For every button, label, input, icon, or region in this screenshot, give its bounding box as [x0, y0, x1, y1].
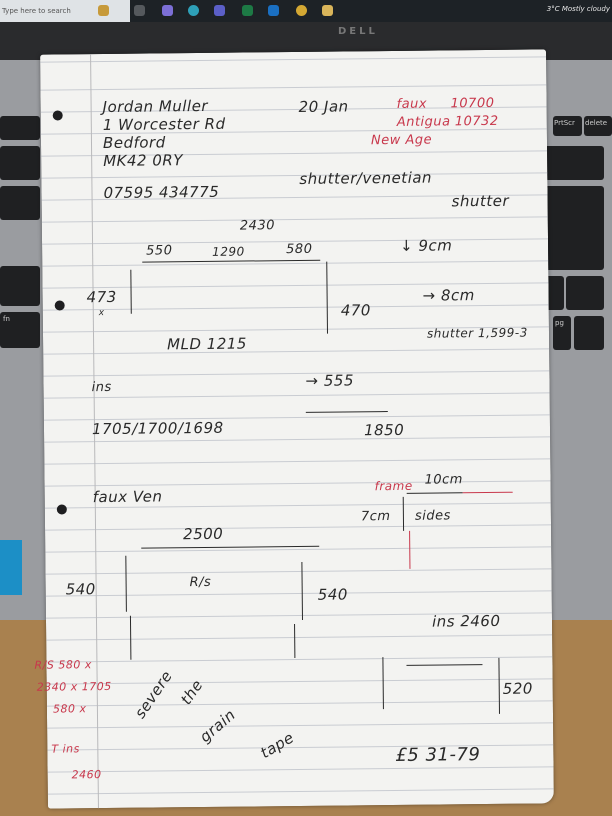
frame-line [406, 492, 463, 494]
key-delete: delete [584, 116, 612, 136]
key-right [574, 316, 604, 350]
shutter-venetian: shutter/venetian [299, 168, 433, 188]
width-1: 550 [146, 243, 173, 259]
red-2460: 2460 [71, 768, 102, 782]
key-prtscr: PrtScr [553, 116, 582, 136]
red-line [409, 530, 411, 569]
down-9cm: ↓ 9cm [399, 236, 453, 255]
address-line2: Bedford [102, 133, 166, 153]
arrow-555: → 555 [305, 371, 355, 390]
frame-10cm: 10cm [424, 472, 463, 488]
new-age: New Age [370, 132, 433, 149]
red-580: 580 x [52, 702, 87, 716]
sketch-line [301, 561, 303, 620]
ins-2460: ins 2460 [431, 611, 501, 631]
rs-label: R/s [189, 574, 212, 591]
faux-label: faux [396, 96, 428, 112]
date: 20 Jan [298, 97, 349, 116]
edge-icon[interactable] [188, 5, 199, 16]
note-tape: tape [257, 728, 298, 763]
address-line1: 1 Worcester Rd [102, 114, 226, 135]
briefcase-icon[interactable] [98, 5, 109, 16]
height-520: 520 [502, 679, 533, 698]
red-rs-580: R/S 580 x [34, 658, 92, 672]
outlook-icon[interactable] [268, 5, 279, 16]
width-2500: 2500 [183, 524, 224, 544]
key-f1 [0, 116, 40, 140]
height-left-mark: x [98, 308, 105, 319]
product-code: MLD 1215 [167, 334, 247, 354]
faux-ven: faux Ven [92, 487, 163, 507]
sketch-line [326, 261, 329, 334]
note-the: the [177, 676, 207, 708]
price-total: £5 31-79 [395, 744, 481, 766]
width-3: 580 [286, 241, 313, 258]
sketch-line [294, 624, 296, 659]
ins-values: 1705/1700/1698 [91, 418, 224, 439]
punch-hole [54, 300, 65, 311]
punch-hole [56, 504, 67, 515]
phone: 07595 434775 [103, 182, 220, 203]
height-left: 473 [86, 287, 117, 307]
sketch-line [498, 657, 500, 714]
width-total: 2430 [239, 218, 276, 234]
sketch-line [125, 555, 127, 612]
antigua-value: 10732 [454, 113, 499, 130]
chrome-icon[interactable] [296, 5, 307, 16]
value-1850: 1850 [363, 420, 405, 440]
height-540-left: 540 [65, 580, 96, 599]
task-view-icon[interactable] [134, 5, 145, 16]
postcode: MK42 0RY [103, 151, 184, 171]
sketch-line [406, 664, 483, 666]
sketch-line [402, 496, 405, 531]
shutter: shutter [451, 191, 510, 211]
shutter-price: shutter 1,599-3 [426, 325, 528, 341]
seven-cm: 7cm [360, 509, 391, 525]
punch-hole [52, 110, 63, 121]
right-8cm: → 8cm [422, 286, 475, 305]
red-t-ins: T ins [51, 742, 80, 756]
dell-logo: DELL [338, 26, 378, 37]
teams-icon[interactable] [214, 5, 225, 16]
arrow-line [305, 411, 388, 413]
frame-red-line [462, 491, 513, 494]
key-shift [0, 266, 40, 306]
key-tab [0, 146, 40, 180]
height-right: 470 [340, 301, 371, 320]
note-grain: grain [196, 705, 240, 747]
file-explorer-icon[interactable] [322, 5, 333, 16]
sketch-line [129, 615, 132, 660]
key-pgup: pg [553, 316, 571, 350]
faux-value: 10700 [450, 95, 495, 112]
key-up [566, 276, 604, 310]
width-2: 1290 [212, 244, 245, 259]
note-severe: severe [130, 667, 177, 722]
sketch-line [141, 545, 320, 549]
sketch-line [142, 259, 321, 263]
customer-name: Jordan Muller [102, 96, 209, 117]
taskbar-search-input[interactable]: Type here to search [0, 0, 130, 22]
antigua-label: Antigua [396, 114, 451, 130]
ins-label: ins [91, 379, 112, 396]
copilot-icon[interactable] [162, 5, 173, 16]
sketch-line [382, 657, 384, 710]
sticker [0, 540, 22, 595]
red-2340: 2340 x 1705 [36, 679, 112, 694]
weather-widget[interactable]: 3°C Mostly cloudy [546, 5, 610, 13]
frame-label: frame [374, 478, 413, 494]
key-enter [544, 186, 604, 270]
key-caps [0, 186, 40, 220]
sketch-line [130, 269, 132, 314]
height-540-right: 540 [317, 585, 348, 604]
key-fn: fn [0, 312, 40, 348]
taskbar: Type here to search 3°C Mostly cloudy [0, 0, 612, 22]
sides-label: sides [414, 508, 451, 524]
notebook-page: Jordan Muller 1 Worcester Rd Bedford MK4… [34, 49, 554, 809]
excel-icon[interactable] [242, 5, 253, 16]
